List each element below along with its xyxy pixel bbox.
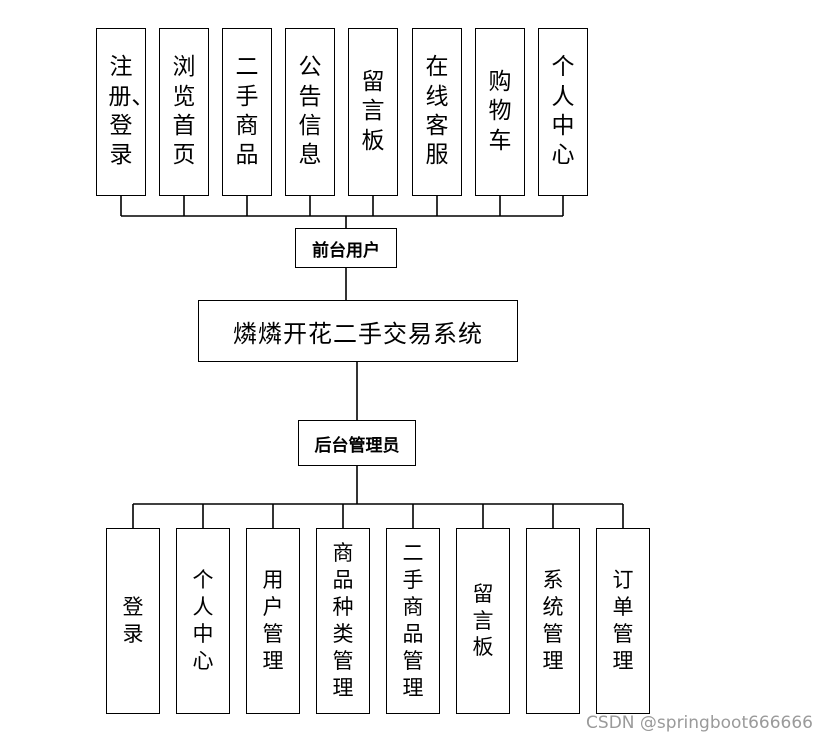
frontend-user-node: 前台用户 (295, 228, 397, 268)
backend-module-6: 系统管理 (526, 528, 580, 714)
backend-module-label: 用户管理 (262, 568, 284, 673)
frontend-module-label: 在线客服 (425, 54, 449, 169)
system-root-node: 燐燐开花二手交易系统 (198, 300, 518, 362)
frontend-module-6: 购物车 (475, 28, 525, 196)
system-name-label: 燐燐开花二手交易系统 (233, 319, 483, 348)
backend-module-4: 二手商品管理 (386, 528, 440, 714)
backend-module-0: 登录 (106, 528, 160, 714)
frontend-module-label: 公告信息 (298, 54, 322, 169)
backend-admin-label: 后台管理员 (314, 435, 400, 456)
frontend-module-2: 二手商品 (222, 28, 272, 196)
backend-module-5: 留言板 (456, 528, 510, 714)
frontend-module-label: 浏览首页 (172, 54, 196, 169)
backend-module-label: 个人中心 (192, 568, 214, 673)
frontend-module-1: 浏览首页 (159, 28, 209, 196)
backend-module-label: 留言板 (472, 581, 494, 660)
backend-module-2: 用户管理 (246, 528, 300, 714)
frontend-module-label: 二手商品 (235, 54, 259, 169)
backend-module-label: 二手商品管理 (402, 541, 424, 700)
frontend-module-3: 公告信息 (285, 28, 335, 196)
backend-admin-node: 后台管理员 (298, 420, 416, 466)
backend-module-label: 登录 (122, 595, 144, 646)
watermark: CSDN @springboot666666 (586, 713, 813, 733)
frontend-module-label: 购物车 (488, 68, 512, 154)
frontend-module-label: 留言板 (361, 68, 385, 154)
frontend-module-4: 留言板 (348, 28, 398, 196)
frontend-module-label: 注册、登录 (108, 54, 155, 169)
backend-module-3: 商品种类管理 (316, 528, 370, 714)
backend-module-7: 订单管理 (596, 528, 650, 714)
backend-module-1: 个人中心 (176, 528, 230, 714)
backend-module-label: 系统管理 (542, 568, 564, 673)
frontend-module-5: 在线客服 (412, 28, 462, 196)
frontend-module-0: 注册、登录 (96, 28, 155, 196)
backend-module-label: 订单管理 (612, 568, 634, 673)
frontend-user-label: 前台用户 (312, 240, 380, 261)
frontend-module-label: 个人中心 (551, 54, 575, 169)
backend-module-label: 商品种类管理 (332, 541, 354, 700)
frontend-module-7: 个人中心 (538, 28, 588, 196)
